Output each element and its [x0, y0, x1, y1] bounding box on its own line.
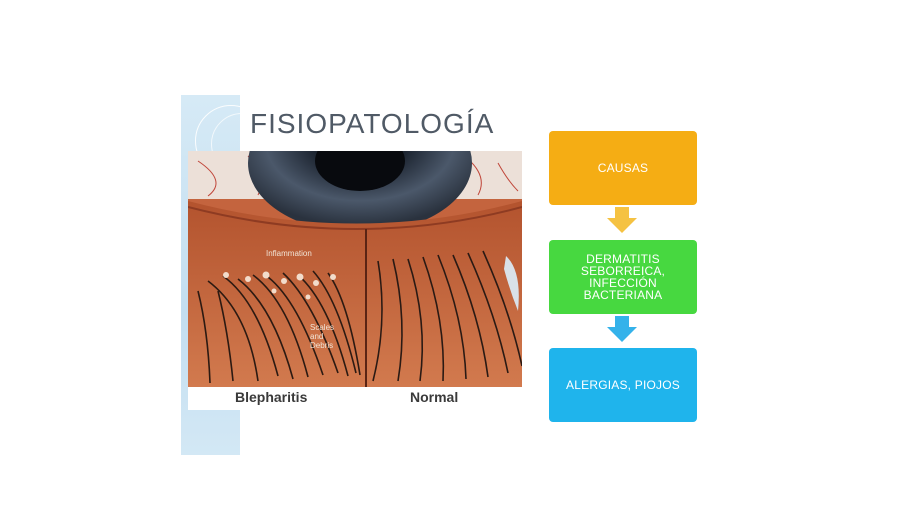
eyelid-illustration [188, 151, 522, 387]
flow-step-causas: CAUSAS [549, 131, 697, 205]
annotation-inflammation: Inflammation [266, 249, 312, 258]
eye-illustration: Inflammation Scales and Debris Blepharit… [188, 151, 522, 410]
label-blepharitis: Blepharitis [235, 389, 308, 405]
flow-step-alergias: ALERGIAS, PIOJOS [549, 348, 697, 422]
arrow-down-icon [607, 316, 637, 342]
label-normal: Normal [410, 389, 459, 405]
slide-title: FISIOPATOLOGÍA [250, 108, 495, 139]
image-caption-bar: Blepharitis Normal [188, 387, 522, 410]
arrow-down-icon [607, 207, 637, 233]
annotation-scales: Scales and Debris [310, 323, 335, 350]
flow-step-dermatitis: DERMATITIS SEBORREICA, INFECCIÓN BACTERI… [549, 240, 697, 314]
